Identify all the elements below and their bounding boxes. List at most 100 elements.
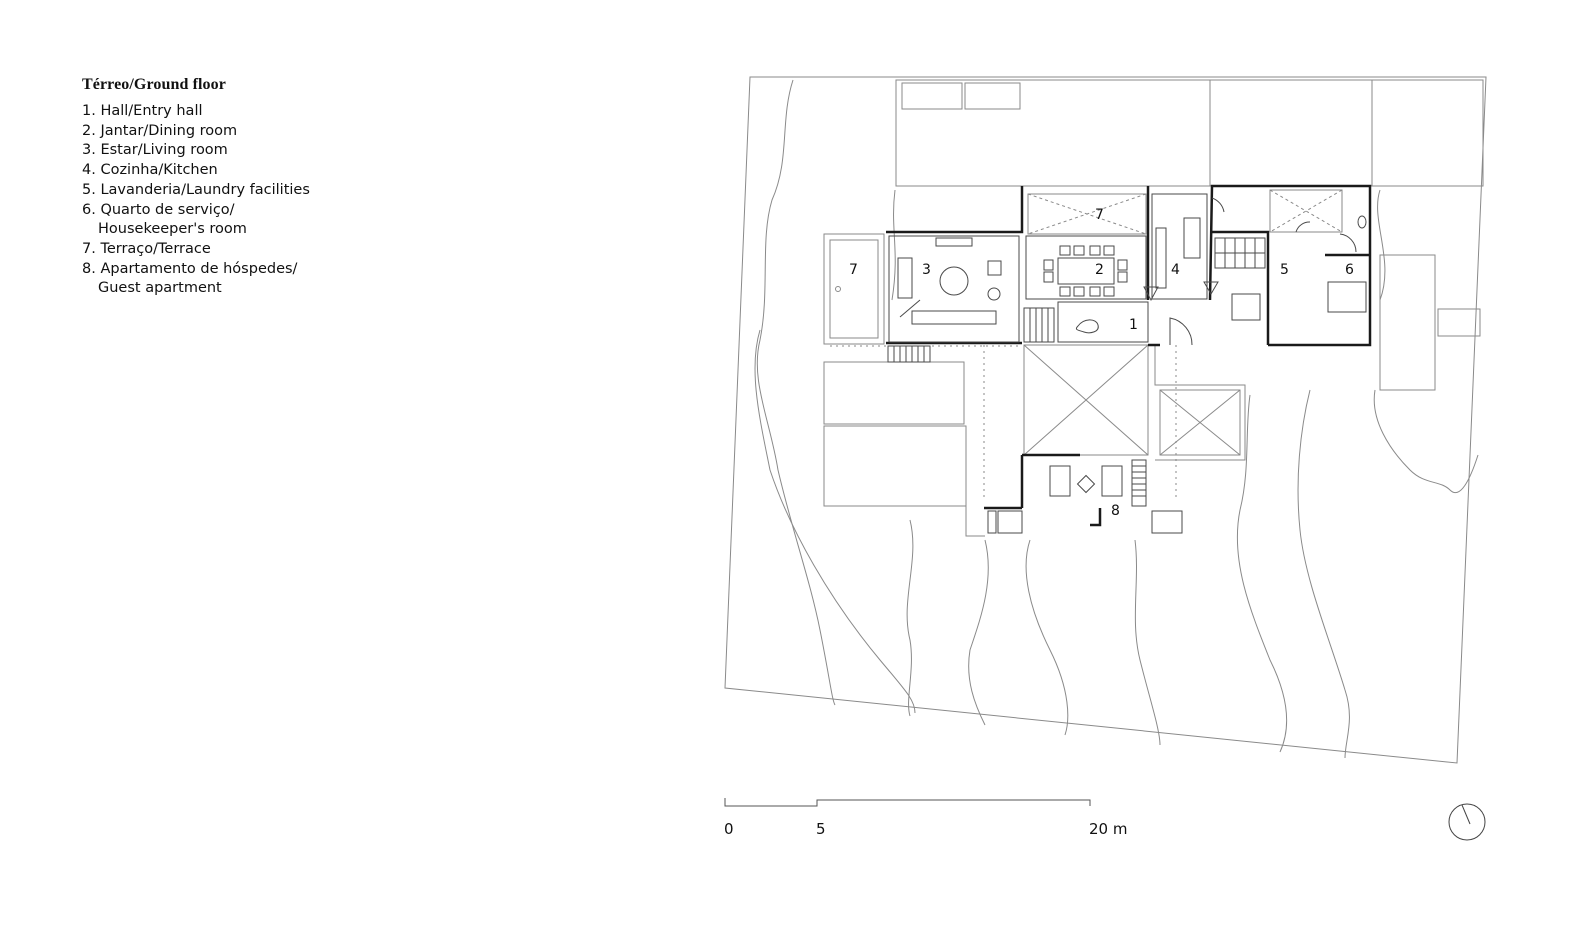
legend-item: 4. Cozinha/Kitchen bbox=[82, 162, 218, 179]
scale-label-start: 0 bbox=[724, 820, 734, 838]
guest-table bbox=[1076, 474, 1096, 494]
bath-fixture bbox=[1231, 293, 1261, 321]
lamp bbox=[899, 299, 921, 318]
terrace-west-inner bbox=[829, 239, 879, 339]
side-table bbox=[987, 287, 1001, 301]
column-marker bbox=[835, 286, 841, 292]
dining-chair bbox=[1117, 259, 1128, 271]
north-arrow-icon bbox=[1448, 803, 1486, 841]
room-label-hall: 1 bbox=[1129, 317, 1138, 333]
fireplace bbox=[935, 237, 973, 247]
service-diagonal bbox=[1269, 189, 1343, 233]
legend-item: 5. Lavanderia/Laundry facilities bbox=[82, 181, 310, 198]
right-block bbox=[1154, 345, 1246, 461]
wall bbox=[1090, 508, 1102, 527]
scale-label-mid: 5 bbox=[816, 820, 826, 838]
armchair bbox=[987, 260, 1002, 276]
scale-bar bbox=[724, 798, 1091, 807]
door-swing bbox=[1339, 233, 1357, 253]
contour-line bbox=[891, 189, 914, 717]
stairs bbox=[887, 345, 931, 363]
terrace-west bbox=[823, 233, 885, 345]
kitchen-counter bbox=[1183, 217, 1201, 259]
dining-chair bbox=[1103, 286, 1115, 297]
wall bbox=[1208, 184, 1372, 347]
contour-line bbox=[1377, 189, 1386, 301]
dining-chair bbox=[1073, 245, 1085, 256]
site-boundary bbox=[724, 76, 1487, 764]
legend: Térreo/Ground floor 1. Hall/Entry hall 2… bbox=[82, 76, 382, 299]
legend-item: 2. Jantar/Dining room bbox=[82, 122, 238, 139]
legend-list: 1. Hall/Entry hall 2. Jantar/Dining room… bbox=[82, 102, 382, 299]
room-label-laundry: 5 bbox=[1280, 262, 1289, 278]
armchair bbox=[897, 257, 913, 299]
void-diagonal bbox=[1159, 389, 1241, 456]
door-swing bbox=[1169, 317, 1193, 346]
right-block bbox=[1379, 254, 1436, 391]
kitchen-outline bbox=[1151, 193, 1208, 300]
door-swing bbox=[1211, 197, 1225, 213]
stairs bbox=[1214, 237, 1266, 269]
contour-line bbox=[754, 329, 916, 714]
right-block bbox=[1437, 308, 1481, 337]
service-void bbox=[1269, 189, 1343, 233]
contour-line bbox=[1025, 539, 1069, 736]
neighbour-block bbox=[895, 79, 1211, 187]
entry-arrow-icon bbox=[1143, 286, 1159, 302]
legend-item: 1. Hall/Entry hall bbox=[82, 103, 203, 119]
dining-chair bbox=[1059, 245, 1071, 256]
kitchen-counter bbox=[1155, 227, 1167, 289]
service-diagonal bbox=[1269, 189, 1343, 233]
lower-block bbox=[823, 425, 967, 507]
dining-chair bbox=[1043, 259, 1054, 271]
neighbour-block bbox=[1209, 79, 1373, 187]
entry-arrow-icon bbox=[1203, 281, 1219, 295]
dining-chair bbox=[1089, 245, 1101, 256]
room-label-living: 3 bbox=[922, 262, 931, 278]
room-label-terrace-west: 7 bbox=[849, 262, 858, 278]
wall bbox=[886, 186, 1024, 234]
neighbour-block bbox=[1371, 79, 1484, 187]
legend-item: 7. Terraço/Terrace bbox=[82, 240, 211, 257]
lower-block bbox=[823, 361, 965, 425]
contour-line bbox=[1297, 389, 1350, 759]
room-label-kitchen: 4 bbox=[1171, 262, 1180, 278]
dining-chair bbox=[1103, 245, 1115, 256]
stairs bbox=[1023, 307, 1055, 343]
room-label-guest: 8 bbox=[1111, 503, 1120, 519]
skylight bbox=[901, 82, 963, 110]
dining-chair bbox=[1059, 286, 1071, 297]
dining-chair bbox=[1089, 286, 1101, 297]
guest-bath bbox=[997, 510, 1023, 534]
central-void bbox=[1023, 344, 1149, 456]
contour-line bbox=[1134, 539, 1161, 746]
dining-chair bbox=[1073, 286, 1085, 297]
dining-chair bbox=[1117, 271, 1128, 283]
coffee-table bbox=[939, 266, 969, 296]
guest-bath bbox=[1151, 510, 1183, 534]
legend-item: 6. Quarto de serviço/ Housekeeper's room bbox=[82, 201, 247, 238]
door-swing bbox=[1295, 221, 1311, 233]
room-label-housekeeper: 6 bbox=[1345, 262, 1354, 278]
guest-sofa bbox=[1049, 465, 1071, 497]
guest-sofa bbox=[1101, 465, 1123, 497]
terrace-north bbox=[1027, 193, 1147, 235]
contour-line bbox=[756, 79, 836, 706]
lower-block bbox=[965, 426, 985, 537]
contour-line bbox=[1373, 389, 1479, 493]
scale-label-end: 20 m bbox=[1089, 820, 1128, 838]
legend-item: 8. Apartamento de hóspedes/ Guest apartm… bbox=[82, 260, 298, 297]
contour-line bbox=[1236, 394, 1288, 753]
dining-table bbox=[1057, 257, 1115, 285]
bed bbox=[1327, 281, 1367, 313]
legend-item: 3. Estar/Living room bbox=[82, 142, 228, 159]
void-east bbox=[1159, 389, 1241, 456]
contour-line bbox=[968, 539, 989, 726]
sofa bbox=[911, 310, 997, 325]
living-room-outline bbox=[888, 235, 1020, 343]
room-label-dining: 2 bbox=[1095, 262, 1104, 278]
hall-outline bbox=[1057, 301, 1149, 343]
toilet bbox=[1357, 215, 1367, 229]
terrace-diagonal bbox=[1027, 193, 1147, 235]
